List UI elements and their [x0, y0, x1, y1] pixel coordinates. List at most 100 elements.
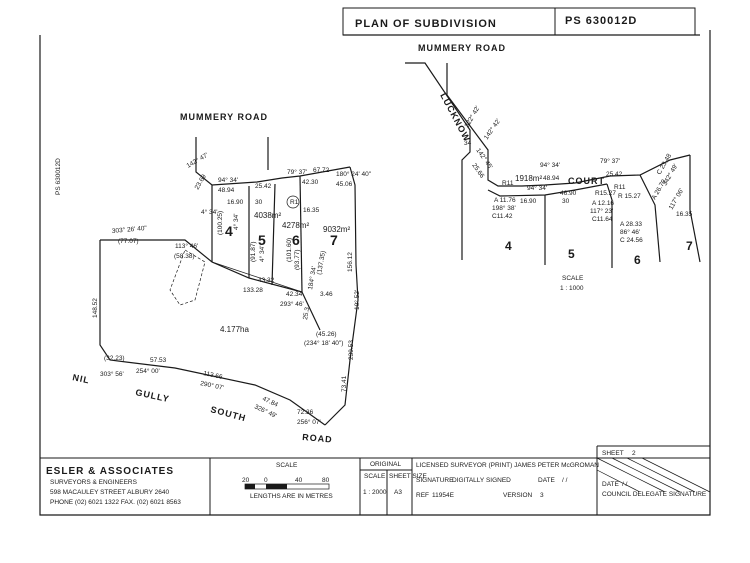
svg-text:16.35: 16.35	[676, 211, 693, 218]
svg-text:1918m²: 1918m²	[515, 174, 542, 183]
right-scale-value: 1 : 1000	[560, 285, 584, 292]
svg-text:10° 52': 10° 52'	[353, 290, 361, 310]
svg-text:34: 34	[464, 140, 472, 147]
svg-text:86° 46': 86° 46'	[620, 228, 640, 236]
left-lot-7: 7	[330, 232, 338, 248]
original-heading: ORIGINAL	[370, 461, 401, 468]
svg-text:180° 24' 40": 180° 24' 40"	[336, 170, 372, 178]
svg-text:239.53: 239.53	[348, 340, 355, 360]
svg-text:/ /: / /	[562, 477, 568, 484]
svg-text:303° 56': 303° 56'	[100, 370, 124, 378]
left-lot-6: 6	[292, 232, 300, 248]
svg-text:(77.07): (77.07)	[118, 238, 139, 245]
svg-text:(45.26): (45.26)	[316, 331, 337, 338]
svg-text:57.53: 57.53	[150, 357, 167, 364]
svg-text:(32.23): (32.23)	[104, 355, 125, 362]
svg-text:R15.27: R15.27	[595, 190, 616, 197]
svg-text:R11: R11	[502, 180, 514, 187]
area-lot6: 4278m²	[282, 221, 309, 230]
right-scale-label: SCALE	[562, 275, 584, 282]
svg-text:254° 00': 254° 00'	[136, 367, 160, 375]
right-lot-7: 7	[686, 239, 693, 253]
sheet-number: 2	[632, 450, 636, 457]
svg-text:94° 34': 94° 34'	[218, 176, 238, 184]
lucknow-east-line	[446, 63, 576, 187]
road-court: COURT	[568, 176, 605, 186]
svg-text:A 28.33: A 28.33	[620, 221, 642, 228]
lot7-east-boundary	[324, 166, 359, 426]
svg-text:SCALE: SCALE	[364, 473, 386, 480]
svg-text:(101.60): (101.60)	[286, 238, 293, 262]
scale-bar-seg	[245, 484, 255, 489]
svg-text:42.34: 42.34	[286, 291, 303, 298]
svg-text:79° 37': 79° 37'	[287, 168, 307, 176]
lot-south-boundary	[99, 240, 326, 426]
svg-text:198° 38': 198° 38'	[492, 204, 516, 212]
svg-text:142° 42': 142° 42'	[482, 117, 502, 141]
lucknow-west-line	[405, 62, 471, 260]
svg-text:R1: R1	[290, 199, 299, 206]
svg-text:R 15.27: R 15.27	[618, 193, 641, 200]
right-lot-5: 5	[568, 247, 575, 261]
scale-heading: SCALE	[276, 462, 298, 469]
svg-text:67.72: 67.72	[313, 167, 330, 174]
left-plan: MUMMERY ROAD R1 4 5 6 7 4038m² 4278m² 90…	[72, 112, 372, 445]
plan-title: PLAN OF SUBDIVISION	[355, 18, 497, 30]
margin-note: PS 630012D	[55, 158, 62, 195]
svg-text:3.46: 3.46	[320, 291, 333, 298]
svg-text:148.52: 148.52	[92, 298, 99, 318]
svg-text:C 24.56: C 24.56	[620, 237, 643, 244]
easement-dashed	[169, 249, 206, 306]
plan-number: PS 630012D	[565, 15, 637, 27]
svg-text:A 12.16: A 12.16	[592, 200, 614, 207]
version-value: 3	[540, 492, 544, 499]
right-road-mummery: MUMMERY ROAD	[418, 43, 506, 53]
svg-text:48.94: 48.94	[543, 175, 560, 182]
svg-text:40: 40	[295, 477, 303, 484]
title-block: ESLER & ASSOCIATES SURVEYORS & ENGINEERS…	[39, 445, 711, 516]
lot5-6-boundary	[271, 183, 276, 286]
lot6-7-right-boundary	[639, 174, 661, 263]
area-balance: 4.177ha	[220, 325, 249, 334]
road-word-gully: GULLY	[135, 387, 171, 404]
svg-text:DATE: DATE	[602, 481, 620, 488]
svg-text:72.36: 72.36	[297, 409, 314, 416]
council-delegate-label: COUNCIL DELEGATE SIGNATURE	[602, 491, 707, 498]
svg-text:4° 34': 4° 34'	[201, 208, 218, 216]
svg-text:113° 46': 113° 46'	[175, 242, 198, 250]
svg-text:REF: REF	[416, 492, 429, 499]
svg-text:DATE: DATE	[538, 477, 556, 484]
sheet-border	[39, 30, 711, 516]
left-road-mummery: MUMMERY ROAD	[180, 112, 268, 122]
svg-text:(58.38): (58.38)	[174, 253, 195, 260]
svg-text:303° 26' 40": 303° 26' 40"	[111, 224, 147, 235]
svg-text:156.12: 156.12	[347, 252, 354, 272]
road-word-south: SOUTH	[209, 404, 247, 423]
lot7-right-east-boundary	[689, 155, 701, 263]
original-scale-value: 1 : 2000	[363, 489, 387, 496]
svg-text:322° 42': 322° 42'	[463, 104, 482, 129]
svg-text:46.90: 46.90	[560, 190, 577, 197]
signature-value: DIGITALLY SIGNED	[452, 477, 511, 484]
svg-text:16.90: 16.90	[520, 198, 537, 205]
svg-text:42.30: 42.30	[302, 179, 319, 186]
scale-units: LENGTHS ARE IN METRES	[250, 493, 333, 500]
road-word-road: ROAD	[302, 432, 333, 445]
svg-text:256° 07': 256° 07'	[297, 418, 321, 426]
svg-text:293° 46': 293° 46'	[280, 300, 304, 308]
svg-text:(91.87): (91.87)	[250, 241, 257, 262]
svg-text:(93.77): (93.77)	[294, 249, 301, 270]
svg-text:4° 34': 4° 34'	[258, 246, 266, 263]
firm-address: 598 MACAULEY STREET ALBURY 2640	[50, 489, 169, 496]
plan-number-box	[554, 7, 696, 36]
area-lot5: 4038m²	[254, 211, 281, 220]
svg-text:(234° 18' 40"): (234° 18' 40")	[304, 339, 343, 347]
left-lot-5: 5	[258, 232, 266, 248]
sheet-size-value: A3	[394, 489, 402, 496]
svg-text:94° 34': 94° 34'	[540, 161, 560, 169]
lot-rear-line	[211, 261, 303, 293]
right-plan: MUMMERY ROAD LUCKNOW COURT 4 5 6 7 322° …	[405, 43, 701, 292]
svg-text:142° 47': 142° 47'	[185, 151, 210, 170]
svg-text:45.06: 45.06	[336, 181, 353, 188]
